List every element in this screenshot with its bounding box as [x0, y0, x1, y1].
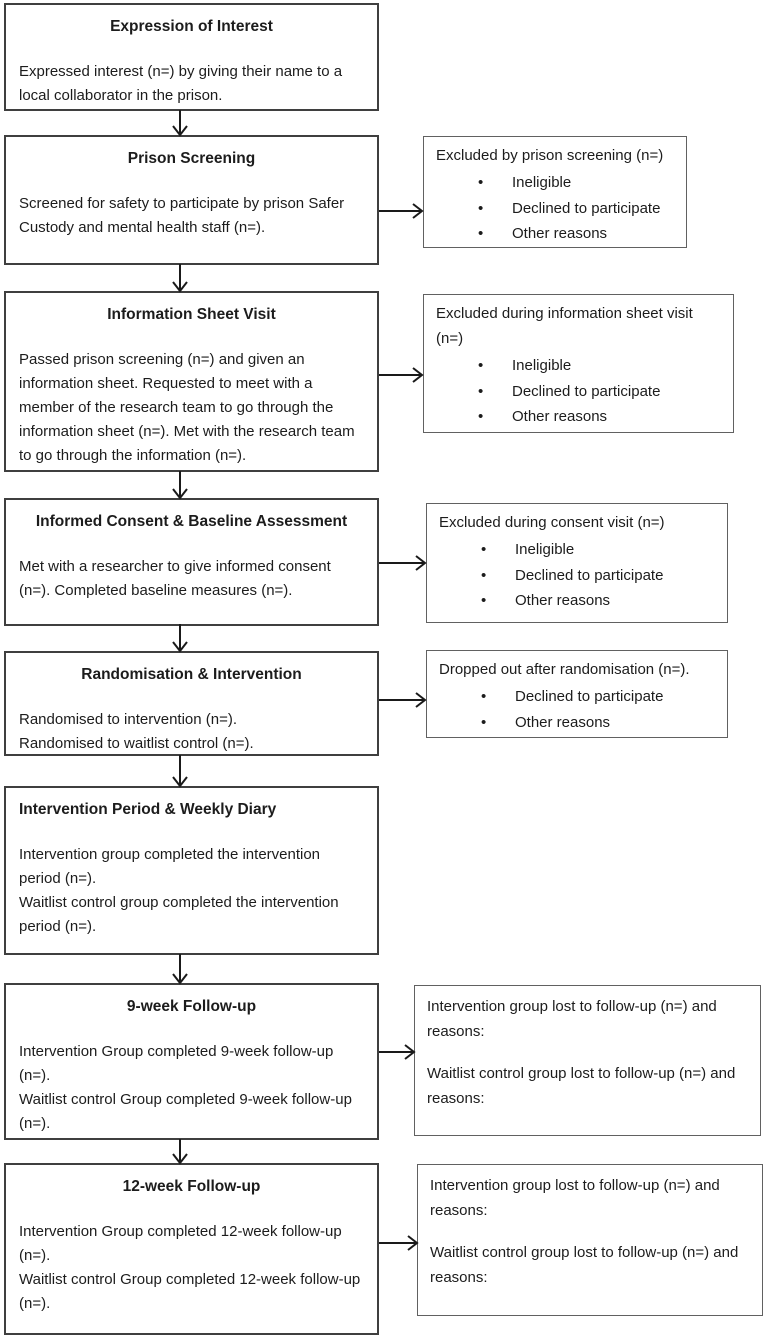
exclusion-reason: Declined to participate — [481, 563, 715, 589]
stage-title: 12-week Follow-up — [122, 1178, 261, 1195]
exclusion-reason: Other reasons — [478, 221, 674, 247]
right-arrow — [379, 201, 424, 221]
lost-text-waitlist: Waitlist control group lost to follow-up… — [430, 1244, 739, 1286]
exclusion-reason: Other reasons — [478, 404, 721, 430]
down-arrow — [168, 471, 192, 500]
stage-text: Randomised to waitlist control (n=). — [19, 735, 254, 752]
stage-text: Waitlist control Group completed 9-week … — [19, 1091, 352, 1132]
down-arrow — [168, 954, 192, 985]
stage-box-informed-consent: Informed Consent & Baseline Assessment M… — [4, 498, 379, 626]
lost-text-intervention: Intervention group lost to follow-up (n=… — [427, 998, 717, 1040]
down-arrow — [168, 755, 192, 788]
down-arrow — [168, 110, 192, 137]
dropout-reason: Other reasons — [481, 710, 715, 736]
right-arrow — [379, 553, 427, 573]
stage-title: Prison Screening — [127, 150, 256, 167]
stage-text: Intervention Group completed 9-week foll… — [19, 1043, 334, 1084]
stage-box-9-week-follow-up: 9-week Follow-up Intervention Group comp… — [4, 983, 379, 1140]
stage-text: Randomised to intervention (n=). — [19, 711, 238, 728]
right-arrow — [379, 1233, 419, 1253]
lost-text-waitlist: Waitlist control group lost to follow-up… — [427, 1065, 736, 1107]
exclusion-reason-list: Ineligible Declined to participate Other… — [439, 537, 715, 614]
right-arrow — [379, 1042, 416, 1062]
right-arrow — [379, 690, 427, 710]
dropout-box-randomisation: Dropped out after randomisation (n=). De… — [426, 650, 728, 738]
dropout-heading: Dropped out after randomisation (n=). — [439, 661, 690, 678]
stage-text: Waitlist control group completed the int… — [19, 894, 339, 935]
exclusion-box-information-sheet-visit: Excluded during information sheet visit … — [423, 294, 734, 433]
stage-title: Randomisation & Intervention — [81, 666, 302, 683]
exclusion-reason-list: Ineligible Declined to participate Other… — [436, 353, 721, 430]
lost-to-follow-up-box-12-week: Intervention group lost to follow-up (n=… — [417, 1164, 763, 1316]
stage-title: 9-week Follow-up — [126, 998, 257, 1015]
stage-box-prison-screening: Prison Screening Screened for safety to … — [4, 135, 379, 265]
exclusion-reason: Declined to participate — [478, 196, 674, 222]
exclusion-box-consent-visit: Excluded during consent visit (n=) Ineli… — [426, 503, 728, 623]
exclusion-reason-list: Ineligible Declined to participate Other… — [436, 170, 674, 247]
stage-title: Information Sheet Visit — [107, 306, 276, 323]
lost-to-follow-up-box-9-week: Intervention group lost to follow-up (n=… — [414, 985, 761, 1136]
exclusion-reason: Other reasons — [481, 588, 715, 614]
stage-text: Waitlist control Group completed 12-week… — [19, 1271, 361, 1312]
stage-text: Expressed interest (n=) by giving their … — [19, 63, 343, 104]
exclusion-box-prison-screening: Excluded by prison screening (n=) Inelig… — [423, 136, 687, 248]
exclusion-reason: Declined to participate — [478, 379, 721, 405]
down-arrow — [168, 624, 192, 653]
exclusion-heading: Excluded during consent visit (n=) — [439, 514, 665, 531]
stage-box-intervention-period: Intervention Period & Weekly Diary Inter… — [4, 786, 379, 955]
right-arrow — [379, 365, 424, 385]
exclusion-reason: Ineligible — [481, 537, 715, 563]
stage-box-information-sheet-visit: Information Sheet Visit Passed prison sc… — [4, 291, 379, 472]
lost-text-intervention: Intervention group lost to follow-up (n=… — [430, 1177, 720, 1219]
down-arrow — [168, 264, 192, 293]
stage-text: Passed prison screening (n=) and given a… — [19, 351, 355, 464]
stage-title: Expression of Interest — [110, 18, 273, 35]
stage-text: Intervention Group completed 12-week fol… — [19, 1223, 342, 1264]
stage-title: Informed Consent & Baseline Assessment — [35, 513, 348, 530]
dropout-reason: Declined to participate — [481, 684, 715, 710]
stage-text: Met with a researcher to give informed c… — [19, 558, 331, 599]
exclusion-reason: Ineligible — [478, 170, 674, 196]
dropout-reason-list: Declined to participate Other reasons — [439, 684, 715, 735]
exclusion-reason: Ineligible — [478, 353, 721, 379]
stage-text: Intervention group completed the interve… — [19, 846, 321, 887]
stage-box-12-week-follow-up: 12-week Follow-up Intervention Group com… — [4, 1163, 379, 1335]
exclusion-heading: Excluded by prison screening (n=) — [436, 147, 664, 164]
down-arrow — [168, 1139, 192, 1165]
stage-text: Screened for safety to participate by pr… — [19, 195, 345, 236]
stage-box-expression-of-interest: Expression of Interest Expressed interes… — [4, 3, 379, 111]
stage-box-randomisation: Randomisation & Intervention Randomised … — [4, 651, 379, 756]
stage-title: Intervention Period & Weekly Diary — [19, 801, 277, 818]
exclusion-heading: Excluded during information sheet visit … — [436, 305, 693, 347]
